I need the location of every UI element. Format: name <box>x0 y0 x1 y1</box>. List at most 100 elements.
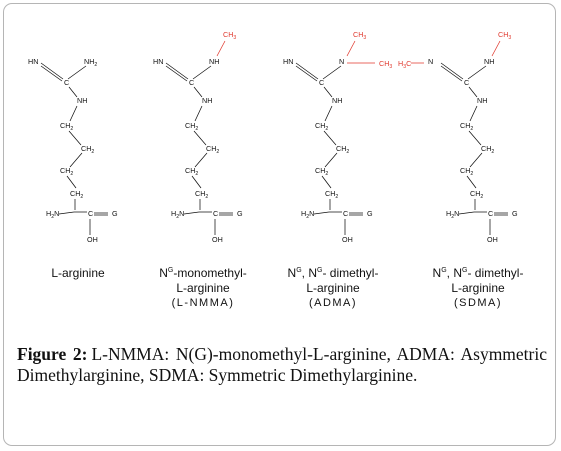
methyl-bond <box>216 40 226 57</box>
amino-n-label: NH <box>484 57 494 66</box>
methyl-group-label: H3C <box>398 59 411 70</box>
imino-double-bond <box>440 65 463 82</box>
amine-bond <box>183 211 200 215</box>
chain-bond <box>191 175 202 189</box>
chain-bond <box>466 175 477 189</box>
h2n-label: H2N <box>46 209 59 220</box>
ch2-label: CH2 <box>60 121 73 132</box>
alpha-ch2-label: CH2 <box>470 189 483 200</box>
amine-bond <box>458 211 475 215</box>
c-nh-bond <box>68 86 78 98</box>
c-nh-bond <box>323 86 333 98</box>
ch2-label: CH2 <box>206 144 219 155</box>
ch2-label: CH2 <box>315 121 328 132</box>
alpha-ch2-label: CH2 <box>325 189 338 200</box>
imino-double-bond <box>40 62 64 80</box>
amino-n-label: NH2 <box>84 57 97 68</box>
molecule-name-line: L-arginine <box>451 281 505 295</box>
guanidino-c-label: C <box>319 78 324 87</box>
ch2-label: CH2 <box>315 166 328 177</box>
nh-label: NH <box>77 96 87 105</box>
amino-bond <box>467 65 487 80</box>
chain-bond <box>194 152 208 168</box>
amine-bond <box>313 211 330 215</box>
ch2-label: CH2 <box>460 166 473 177</box>
imino-double-bond <box>295 65 318 82</box>
ch2-label: CH2 <box>460 121 473 132</box>
chain-bond <box>324 105 333 122</box>
methyl-group-label: CH3 <box>498 30 511 41</box>
g-label: G <box>112 209 118 218</box>
molecule-name-line: L-arginine <box>51 266 105 280</box>
g-label: G <box>512 209 518 218</box>
molecule-name-line: NG, NG- dimethyl- <box>432 266 524 280</box>
chain-bond <box>68 130 82 146</box>
imino-double-bond <box>295 62 319 80</box>
nh-label: NH <box>202 96 212 105</box>
chain-bond <box>321 175 332 189</box>
methyl-group-label: CH3 <box>379 59 392 70</box>
carbonyl-c-label: C <box>213 209 218 218</box>
chain-bond <box>66 175 77 189</box>
chain-bond <box>469 152 483 168</box>
g-label: G <box>237 209 243 218</box>
guanidino-c-label: C <box>464 78 469 87</box>
molecule-name-line: L-arginine <box>176 281 230 295</box>
ch2-label: CH2 <box>336 144 349 155</box>
chain-bond <box>69 152 83 168</box>
caption-text: L-NMMA: N(G)-monomethyl-L-arginine, ADMA… <box>17 344 547 385</box>
oh-label: OH <box>487 235 498 244</box>
c-nh-bond <box>193 86 203 98</box>
molecule-name-line: NG, NG- dimethyl- <box>287 266 379 280</box>
guanidino-c-label: C <box>189 78 194 87</box>
nh-label: NH <box>477 96 487 105</box>
amino-bond <box>192 65 212 80</box>
oh-label: OH <box>342 235 353 244</box>
ch2-label: CH2 <box>185 121 198 132</box>
amino-bond <box>67 65 87 80</box>
alpha-ch2-label: CH2 <box>195 189 208 200</box>
amino-n-label: NH <box>209 57 219 66</box>
oh-label: OH <box>212 235 223 244</box>
imino-double-bond <box>40 65 63 82</box>
molecule-name-line: NG-monomethyl- <box>159 266 247 280</box>
amino-bond <box>322 65 342 80</box>
imino-n-label: HN <box>28 57 38 66</box>
molecule-abbreviation: (SDMA) <box>453 297 503 309</box>
imino-n-label: N <box>428 57 433 66</box>
chain-bond <box>468 130 482 146</box>
ch2-label: CH2 <box>81 144 94 155</box>
oh-label: OH <box>87 235 98 244</box>
amine-bond <box>58 211 75 215</box>
ch2-label: CH2 <box>185 166 198 177</box>
chain-bond <box>324 152 338 168</box>
carbonyl-c-label: C <box>343 209 348 218</box>
imino-n-label: HN <box>153 57 163 66</box>
imino-n-label: HN <box>283 57 293 66</box>
alpha-ch2-label: CH2 <box>70 189 83 200</box>
carbonyl-c-label: C <box>88 209 93 218</box>
g-label: G <box>367 209 373 218</box>
carbonyl-c-label: C <box>488 209 493 218</box>
h2n-label: H2N <box>301 209 314 220</box>
c-nh-bond <box>468 86 478 98</box>
chain-bond <box>323 130 337 146</box>
h2n-label: H2N <box>171 209 184 220</box>
figure-frame <box>3 3 556 446</box>
methyl-group-label: CH3 <box>353 30 366 41</box>
h2n-label: H2N <box>446 209 459 220</box>
figure-caption: Figure 2:L-NMMA: N(G)-monomethyl-L-argin… <box>17 344 547 385</box>
amino-n-label: N <box>339 57 344 66</box>
molecule-name-line: L-arginine <box>306 281 360 295</box>
methyl-bond <box>346 40 356 57</box>
chain-bond <box>69 105 78 122</box>
nh-label: NH <box>332 96 342 105</box>
chain-bond <box>194 105 203 122</box>
imino-double-bond <box>165 65 188 82</box>
chain-bond <box>469 105 478 122</box>
methyl-group-label: CH3 <box>223 30 236 41</box>
